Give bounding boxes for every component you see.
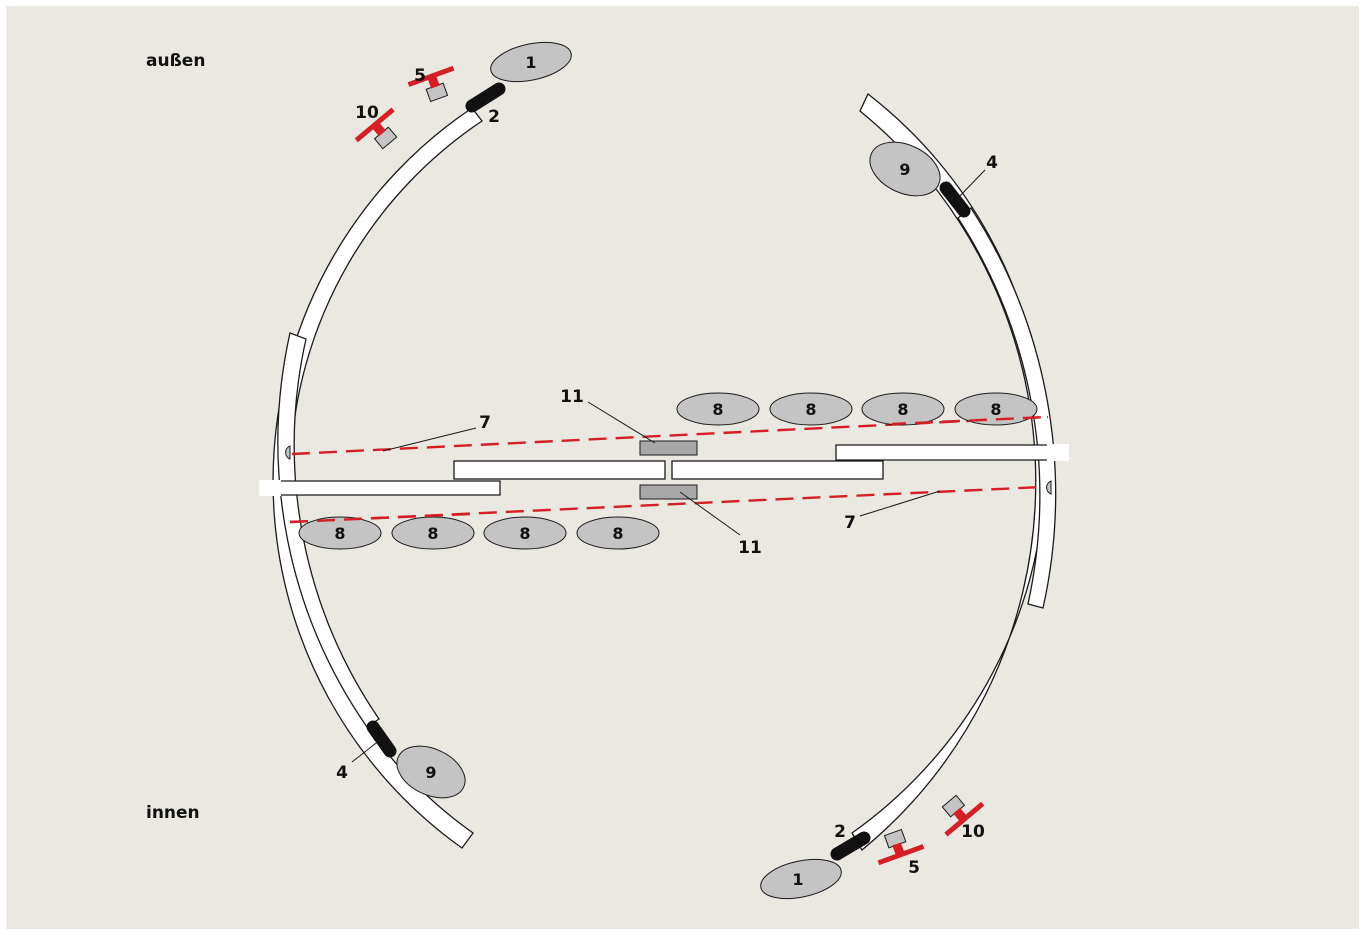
ellipse-8-bottom-1 (298, 516, 382, 550)
leader-7-right (859, 490, 941, 517)
ellipse-8-bottom-4 (576, 516, 660, 550)
clamp-10-top (354, 107, 398, 150)
clamp-10-bottom (941, 794, 985, 837)
label-7-left: 7 (479, 413, 491, 433)
leader-7-left (382, 427, 477, 452)
ellipse-8-top-3-label: 8 (897, 400, 908, 419)
label-4-top: 4 (986, 153, 998, 173)
ellipse-8-bottom-3 (483, 516, 567, 550)
label-7-right: 7 (844, 513, 856, 533)
ellipse-8-top-2 (769, 392, 853, 426)
label-11-bottom: 11 (738, 538, 762, 558)
ellipse-9-top-label: 9 (899, 160, 910, 179)
right-spine-bar (835, 444, 1068, 461)
ellipse-8-bottom-3-label: 8 (519, 524, 530, 543)
ellipse-1-bottom (760, 858, 842, 900)
ellipse-1-top (490, 41, 572, 83)
ellipse-8-top-4 (954, 392, 1038, 426)
label-4-bottom: 4 (336, 763, 348, 783)
label-2-bottom: 2 (834, 822, 846, 842)
leader-11-top (587, 401, 656, 444)
leader-4-bottom (351, 739, 381, 763)
ellipse-1-bottom-label: 1 (792, 870, 803, 889)
label-5-top: 5 (414, 66, 426, 86)
label-5-bottom: 5 (908, 858, 920, 878)
black-cap-top-right (939, 181, 971, 218)
ellipse-8-top-1-label: 8 (712, 400, 723, 419)
ellipse-group-top: 8 8 8 8 (676, 392, 1038, 426)
clamp-5-top (407, 65, 455, 103)
ellipse-8-bottom-4-label: 8 (612, 524, 623, 543)
left-outer-arc-panel (272, 107, 483, 849)
red-dashed-line-top-overlay (891, 415, 1049, 426)
label-inside: innen (146, 803, 200, 823)
gray-block-top (639, 440, 698, 456)
ellipse-9-bottom (396, 745, 466, 799)
ellipse-9-top (869, 141, 941, 197)
ellipse-1-top-label: 1 (525, 53, 536, 72)
ellipse-group-bottom: 8 8 8 8 (298, 516, 660, 550)
label-10-bottom: 10 (961, 822, 985, 842)
red-dashed-line-bottom-overlay (289, 512, 471, 524)
leader-4-top (955, 169, 986, 201)
left-center-slab (453, 460, 666, 480)
black-cap-bottom-left (366, 720, 397, 758)
label-11-top: 11 (560, 387, 584, 407)
ellipse-9-bottom-label: 9 (425, 763, 436, 782)
ellipse-8-bottom-1-label: 8 (334, 524, 345, 543)
bar-joint-left (259, 480, 281, 496)
label-2-top: 2 (488, 107, 500, 127)
black-cap-top-left (465, 82, 506, 113)
label-10-top: 10 (355, 103, 379, 123)
ellipse-8-bottom-2 (391, 516, 475, 550)
black-cap-bottom-right (830, 831, 871, 861)
bar-joint-right (1047, 444, 1069, 461)
ellipse-8-top-4-label: 8 (990, 400, 1001, 419)
left-half-circle (285, 445, 291, 460)
gray-block-bottom (639, 484, 698, 500)
clamp-5-bottom (877, 828, 925, 866)
right-half-circle (1046, 480, 1052, 495)
label-outside: außen (146, 51, 205, 71)
right-center-slab (671, 460, 884, 480)
ellipse-8-top-3 (861, 392, 945, 426)
leader-11-bottom (679, 491, 741, 536)
ellipse-8-bottom-2-label: 8 (427, 524, 438, 543)
ellipse-8-top-1 (676, 392, 760, 426)
ellipse-8-top-2-label: 8 (805, 400, 816, 419)
left-spine-bar (261, 480, 501, 496)
